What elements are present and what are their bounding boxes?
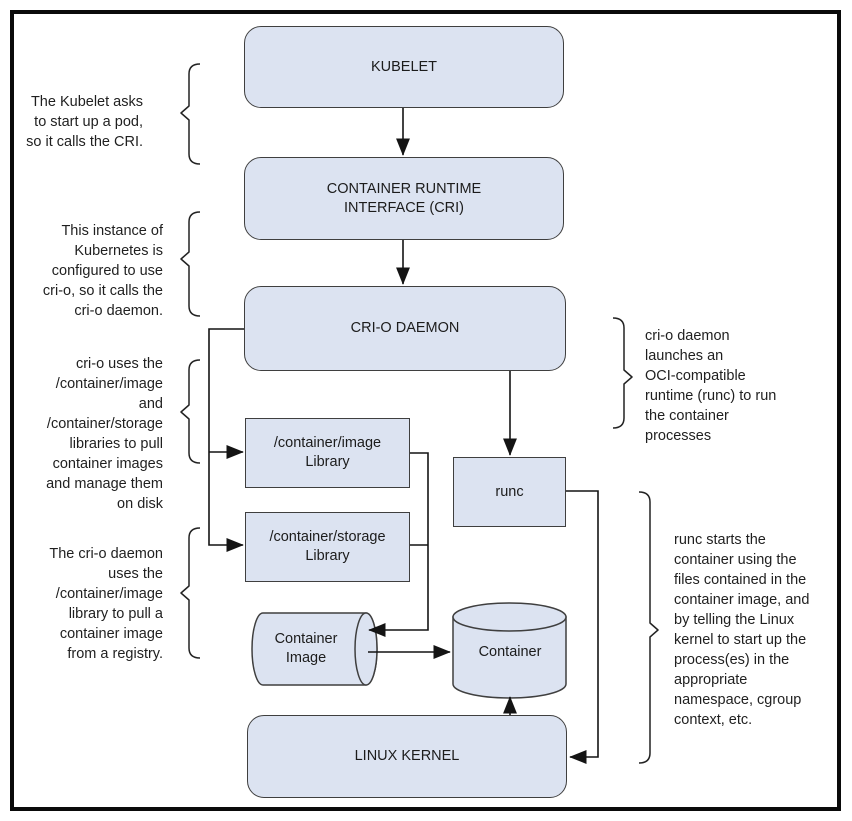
node-image-library-label: /container/image Library: [273, 435, 382, 470]
node-kubelet-label: KUBELET: [370, 58, 438, 75]
node-crio-daemon: CRI-O DAEMON: [244, 286, 566, 371]
brace-registry-note: [180, 527, 201, 659]
container-image-cylinder: [251, 612, 378, 686]
node-kubelet: KUBELET: [244, 26, 564, 108]
node-container-image-label: Container Image: [274, 630, 338, 666]
brace-runc-launch-note: [612, 317, 633, 429]
note-libraries: cri-o uses the /container/image and /con…: [46, 356, 163, 512]
outer-border: [10, 10, 841, 811]
note-registry: The cri-o daemon uses the /container/ima…: [49, 546, 163, 662]
node-linux-kernel-label: LINUX KERNEL: [354, 748, 460, 764]
node-storage-library-label: /container/storage Library: [269, 529, 386, 564]
node-container-image: Container Image: [252, 612, 360, 685]
arrow-runc-to-linux-kernel: [566, 490, 599, 765]
note-cri: This instance of Kubernetes is configure…: [42, 223, 163, 319]
node-linux-kernel: LINUX KERNEL: [247, 715, 567, 798]
node-storage-library: /container/storage Library: [245, 512, 410, 582]
node-crio-daemon-label: CRI-O DAEMON: [350, 320, 460, 336]
node-container: Container: [455, 615, 565, 690]
node-container-label: Container: [478, 644, 542, 660]
arrow-libraries-to-container-image: [368, 452, 429, 638]
note-runc-start: runc starts the container using the file…: [674, 532, 810, 728]
note-runc-launch: cri-o daemon launches an OCI-compatible …: [645, 328, 777, 444]
node-runc: runc: [453, 457, 566, 527]
note-kubelet: The Kubelet asks to start up a pod, so i…: [26, 94, 143, 150]
arrow-crio-to-storage-library: [208, 328, 244, 553]
container-cylinder: [452, 602, 567, 699]
brace-cri-note: [180, 211, 201, 317]
node-image-library: /container/image Library: [245, 418, 410, 488]
node-cri: CONTAINER RUNTIME INTERFACE (CRI): [244, 157, 564, 240]
node-cri-label: CONTAINER RUNTIME INTERFACE (CRI): [326, 180, 482, 216]
brace-kubelet-note: [180, 63, 201, 165]
node-runc-label: runc: [495, 483, 524, 500]
brace-runc-start-note: [638, 491, 659, 764]
brace-libraries-note: [180, 359, 201, 464]
